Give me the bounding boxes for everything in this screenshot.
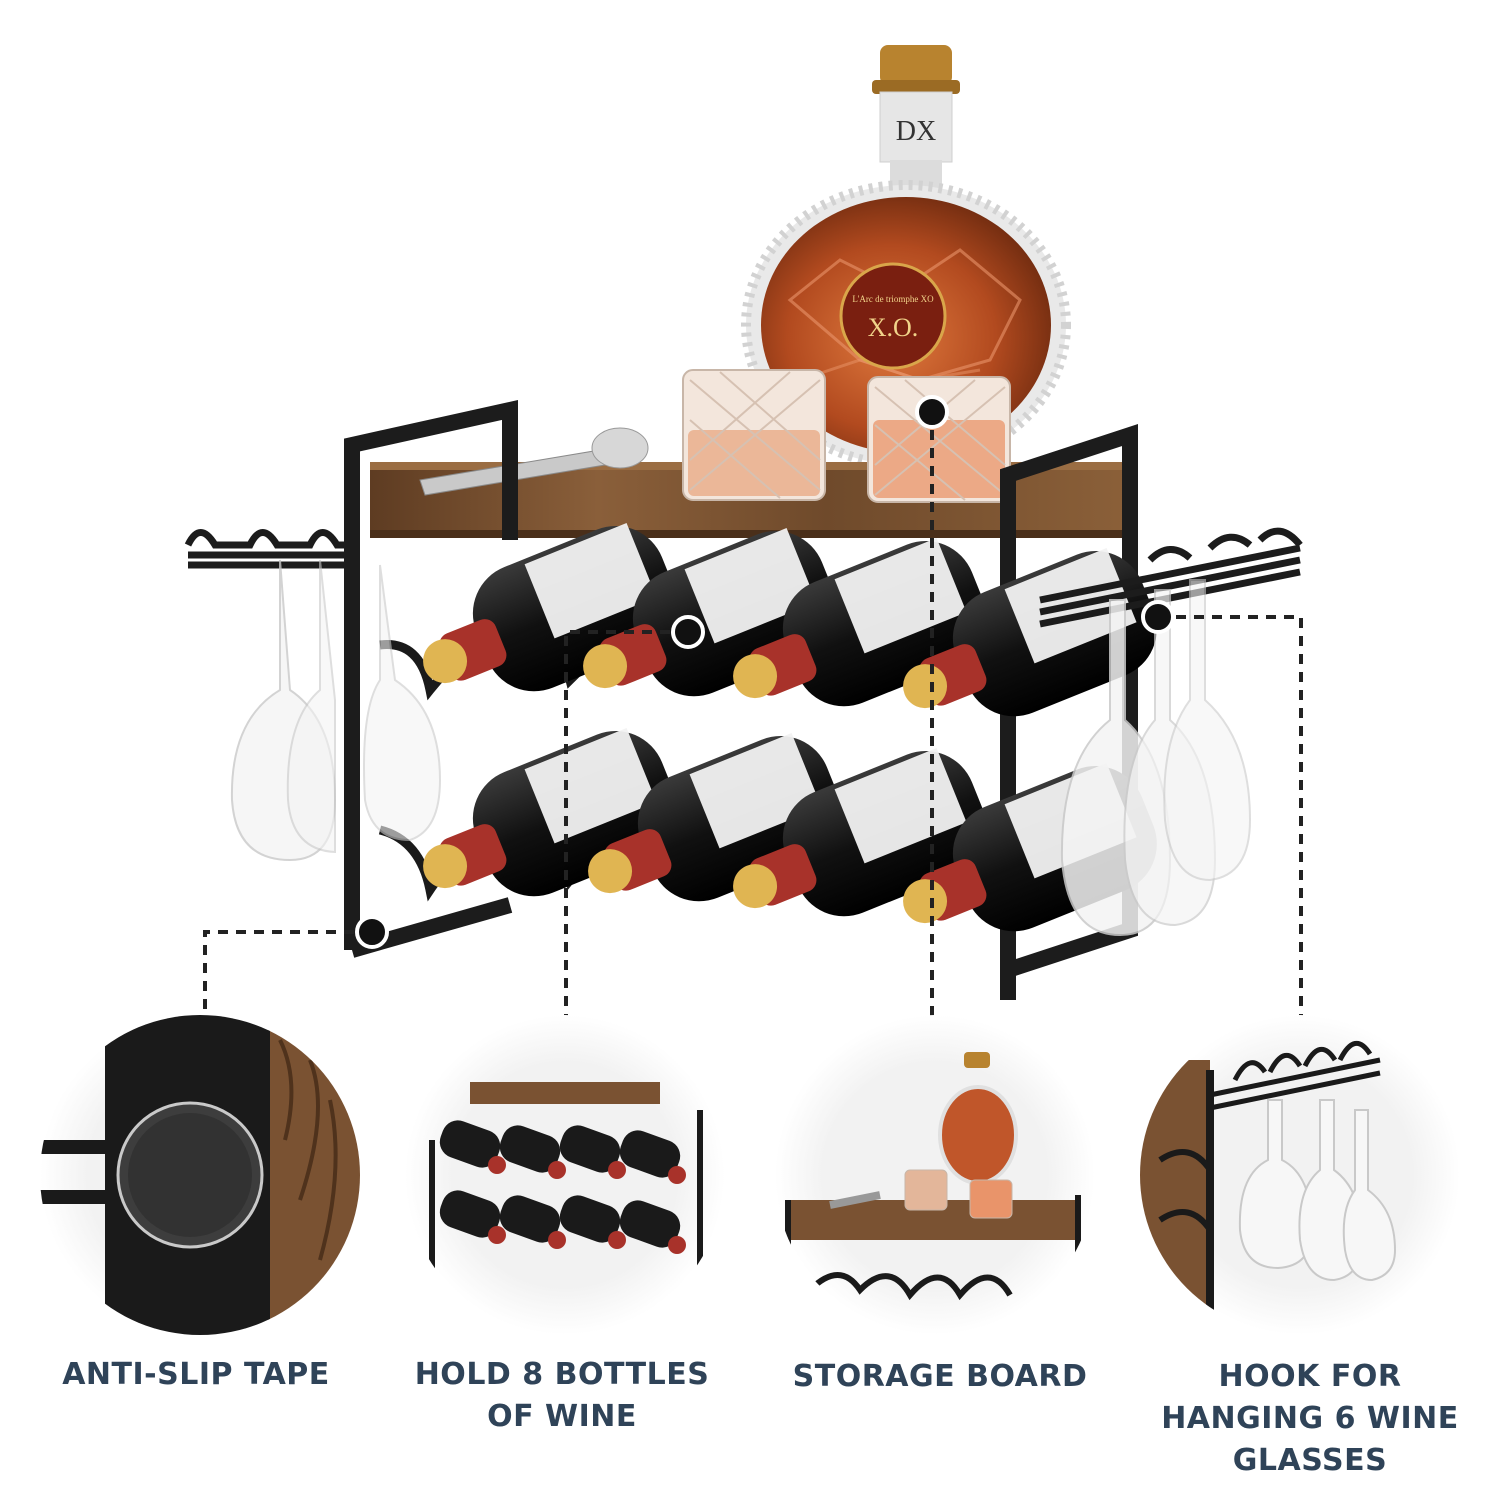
caption-line: HOLD 8 BOTTLES	[414, 1357, 710, 1392]
callout-dot-bottles	[671, 615, 705, 649]
detail-storage-board	[775, 1015, 1095, 1335]
decanter-label-brand: L'Arc de triomphe XO	[852, 294, 934, 304]
whisky-glass-left	[682, 369, 826, 501]
callout-dots	[355, 395, 1175, 949]
caption-line: HOOK FOR	[1218, 1359, 1402, 1394]
caption-line: STORAGE BOARD	[792, 1359, 1088, 1394]
left-wine-glasses	[230, 559, 442, 862]
caption-line: HANGING 6 WINE	[1161, 1401, 1459, 1436]
callout-lines	[203, 412, 1303, 1035]
bottle	[903, 548, 1157, 717]
caption-line: OF WINE	[487, 1399, 637, 1434]
whisky-glass-right	[867, 376, 1011, 503]
caption-anti-slip-tape: ANTI-SLIP TAPE	[26, 1354, 366, 1396]
stopper-monogram: DX	[896, 116, 936, 147]
detail-glass-hook	[1140, 1015, 1460, 1335]
callout-dot-hook	[1141, 600, 1175, 634]
right-wine-glasses	[1060, 579, 1252, 937]
caption-hook-for-glasses: HOOK FOR HANGING 6 WINE GLASSES	[1140, 1356, 1480, 1482]
decanter-label-mark: X.O.	[868, 313, 919, 342]
detail-anti-slip-tape	[40, 1015, 360, 1335]
caption-line: GLASSES	[1232, 1443, 1388, 1478]
caption-storage-board: STORAGE BOARD	[770, 1356, 1110, 1398]
wine-bottles	[423, 523, 1157, 932]
callout-dot-anti-slip	[355, 915, 389, 949]
left-glass-hook	[184, 529, 360, 569]
caption-line: ANTI-SLIP TAPE	[62, 1357, 330, 1392]
detail-eight-bottles	[405, 1015, 725, 1335]
callout-dot-board	[915, 395, 949, 429]
caption-hold-8-bottles: HOLD 8 BOTTLES OF WINE	[392, 1354, 732, 1438]
